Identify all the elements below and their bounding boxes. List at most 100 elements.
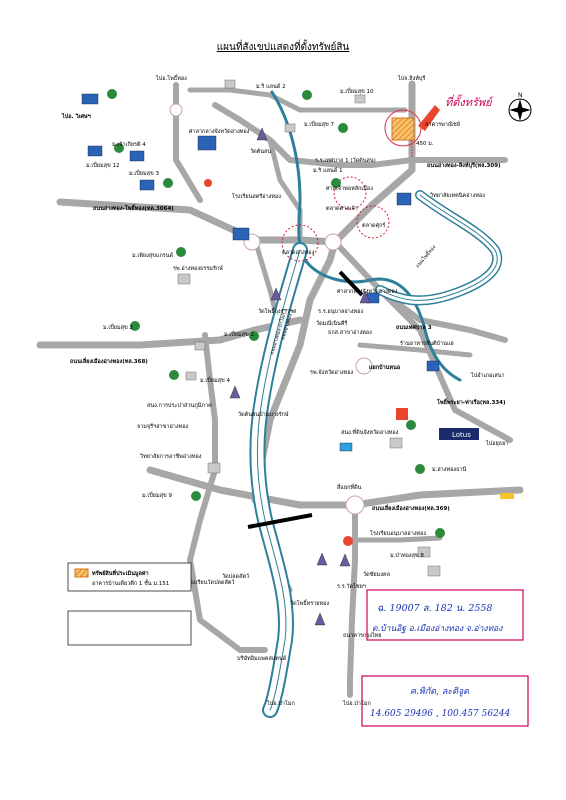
building-icon (129, 150, 145, 162)
label-place-25: รพ.จังหวัดอ่างทอง (310, 369, 354, 376)
label-place-43: วัดโพธิ์ทรายทอง (290, 599, 329, 607)
house-icon (207, 462, 221, 474)
junctions (169, 103, 390, 515)
coords-box (361, 675, 529, 727)
temple-icon (359, 290, 371, 304)
coords-title: ค.พิกัด, ละติจูด (410, 686, 470, 697)
label-place-1: ม.เปี่ยมสุข 10 (340, 87, 374, 95)
subject-label: ที่ตั้งทรัพย์ (445, 94, 495, 109)
dir-sena: ไปอำเภอเสนา (470, 372, 505, 379)
title-deed-box (366, 589, 524, 641)
road-bypass-369: ถนนเลี่ยงเมืองอ่างทอง(ทล.369) (372, 504, 450, 512)
label-place-36: ม.อ่างทองธานี (432, 466, 467, 473)
junction-center (324, 233, 342, 251)
building-icon (197, 135, 217, 151)
shrine-circle (333, 176, 367, 210)
building-icon (139, 179, 155, 191)
building-icon (339, 442, 353, 452)
house-icon (389, 437, 403, 449)
label-place-11: ตลาดศาลเจ้า (326, 205, 358, 212)
tree-icon (169, 370, 179, 380)
building-icon (232, 227, 250, 241)
dir-sing-buri: ไปจ.สิงห์บุรี (397, 75, 425, 82)
temple-icon (314, 612, 326, 626)
label-place-6: ม.เปี่ยมสุข 3 (129, 169, 159, 177)
label-place-40: วัดปลดสัตว์ (222, 573, 249, 580)
tree-icon (114, 143, 124, 153)
bridge-north (338, 270, 364, 297)
temple-icon (256, 127, 268, 141)
label-place-5: ม.เปี่ยมสุข 12 (86, 161, 119, 169)
road-334: โพธิ์พระยา-ท่าเรือ(ทล.334) (436, 398, 506, 406)
house-icon (177, 273, 191, 285)
handwritten-notes: ฉ. 19007 ล. 182 น. 2558 ต.บ้านอิฐ อ.เมือ… (361, 589, 529, 727)
tree-icon (191, 491, 201, 501)
house-icon (224, 79, 236, 89)
label-place-3: วัดต้นสน (250, 148, 271, 155)
label-place-28: สนง.การประปาส่วนภูมิภาค (147, 402, 212, 409)
tree-icon (249, 331, 259, 341)
house-icon (354, 94, 366, 104)
label-place-4: ม.เปี่ยมสุข 7 (304, 120, 334, 128)
tree-icon (415, 464, 425, 474)
label-place-26: แยกบ้านหนอ (369, 363, 400, 371)
label-place-12: โรงเรียนสตรีอ่างทอง (232, 192, 281, 200)
house-icon (284, 123, 296, 133)
label-place-31: ร้านอาหารสันติบ้านแฮ (400, 340, 454, 347)
river (249, 90, 503, 718)
label-place-37: โรงเรียนอนุบาลอ่างทอง (370, 529, 426, 537)
road-bypass-368: ถนนเลี่ยงเมืองอ่างทอง(ทล.368) (70, 357, 148, 365)
label-place-35: สี่แยกที่ดิน (336, 483, 361, 491)
house-icon (194, 341, 206, 351)
tree-icon (435, 528, 445, 538)
label-place-10: ศาลเจ้าพ่อหลักเมือง (326, 185, 373, 192)
bridges (247, 270, 364, 529)
dir-pho-thong: ไปอ.โพธิ์ทอง (155, 74, 187, 82)
deed-line-1: ฉ. 19007 ล. 182 น. 2558 (377, 603, 492, 614)
label-place-42: ร.ร.วัดไชยฯ (337, 583, 366, 590)
label-place-2: ศาลากลางจังหวัดอ่างทอง (189, 128, 250, 135)
gas-station-icon (343, 536, 353, 546)
tree-icon (406, 420, 416, 430)
label-place-20: ร.ร.อนุบาลอ่างทอง (318, 309, 363, 315)
dir-pa-mok-2: ไปอ.ป่าโมก (266, 699, 295, 707)
label-place-18: วัดโพธิ์ถุงราวาส (258, 307, 297, 315)
label-place-16: ม.เพียงสุขแกรนด์ (132, 252, 173, 259)
dir-pa-mok: ไปอ.ป่าโมก (342, 699, 371, 707)
subject-marker (384, 105, 440, 158)
tree-icon (331, 178, 341, 188)
label-place-38: ม.ป่าทองสุข 8 (390, 552, 424, 559)
label-place-30: จามจุรีฯสาขาอ่างทอง (137, 423, 189, 430)
label-place-44: ธนาคารกรุงไทย (343, 632, 382, 639)
label-place-7: ม.เจ้าเกียรติ 4 (112, 141, 146, 148)
label-place-32: วิทยาลัยการอาชีพอ่างทอง (139, 453, 202, 460)
tree-icon (130, 321, 140, 331)
road-pho-thong: ถนนอ่างทอง-โพธิ์ทอง(ทล.3064) (93, 204, 174, 212)
label-place-9: ม.ริ แลนด์ 1 (313, 167, 343, 174)
label-place-13: วิทยาลัยเทคนิคอ่างทอง (429, 192, 485, 199)
label-place-24: วัดมณีเนินคีรี (316, 320, 347, 327)
legend-title: ทรัพย์สินที่ประเมินมูลค่า (92, 569, 149, 578)
deed-line-2: ต.บ้านอิฐ อ.เมืองอ่างทอง จ.อ่างทอง (372, 623, 503, 634)
house-icon (417, 546, 431, 558)
label-place-22: ม.เปี่ยมสุข 2 (103, 323, 133, 331)
junction-land-office (345, 495, 365, 515)
tree-icon (107, 89, 117, 99)
lotus-text: Lotus (452, 431, 471, 439)
label-place-8: ร.ร.เทศบาล 1 (วัดต้นสน) (315, 157, 376, 164)
bridge-south (247, 513, 313, 529)
building-icon (87, 145, 103, 157)
label-place-33: สนง.ที่ดินจังหวัดอ่างทอง (341, 428, 399, 436)
svg-text:N: N (518, 92, 523, 99)
subject-arrow-icon (418, 105, 440, 131)
temple-icon (229, 385, 241, 399)
building-icon (396, 192, 412, 206)
temple-icon (316, 552, 328, 566)
friday-market-circle (356, 205, 390, 239)
label-place-19: ศาลากลางจังหวัดอ่างทอง (337, 288, 398, 295)
road-sing-buri: ถนนอ่างทอง-สิงห์บุรี(ทล.309) (427, 162, 501, 169)
tree-icon (163, 178, 173, 188)
junction-north (169, 103, 183, 117)
label-place-17: รพ.อ่างทองธรรมรักษ์ (173, 265, 223, 272)
